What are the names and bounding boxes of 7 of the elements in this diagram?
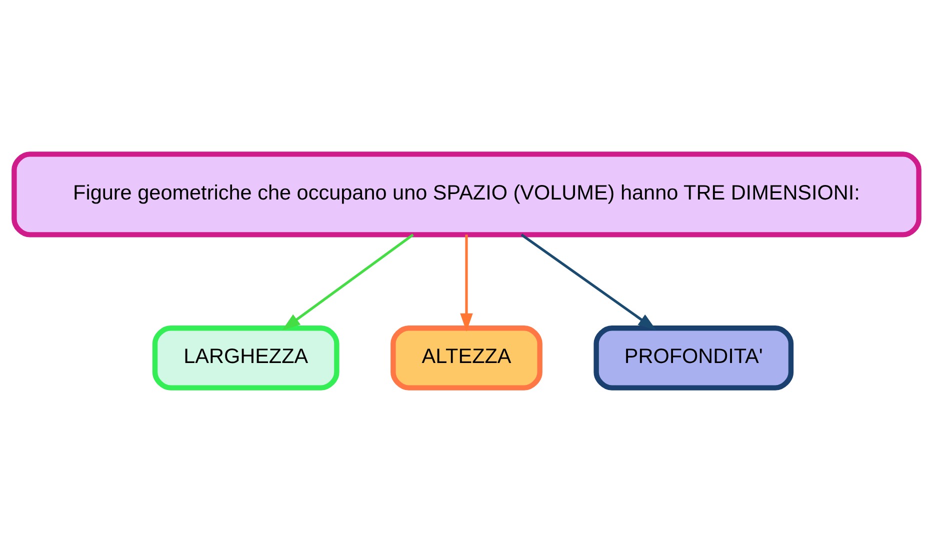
node-box: PROFONDITA' [594, 326, 794, 390]
node-box: Figure geometriche che occupano uno SPAZIO (VOLUME) hanno TRE DIMENSIONI: [12, 152, 922, 238]
arrow [282, 234, 414, 330]
node-box: ALTEZZA [390, 326, 542, 390]
arrow [520, 234, 656, 330]
node-box: LARGHEZZA [152, 326, 340, 390]
arrow [460, 234, 473, 332]
